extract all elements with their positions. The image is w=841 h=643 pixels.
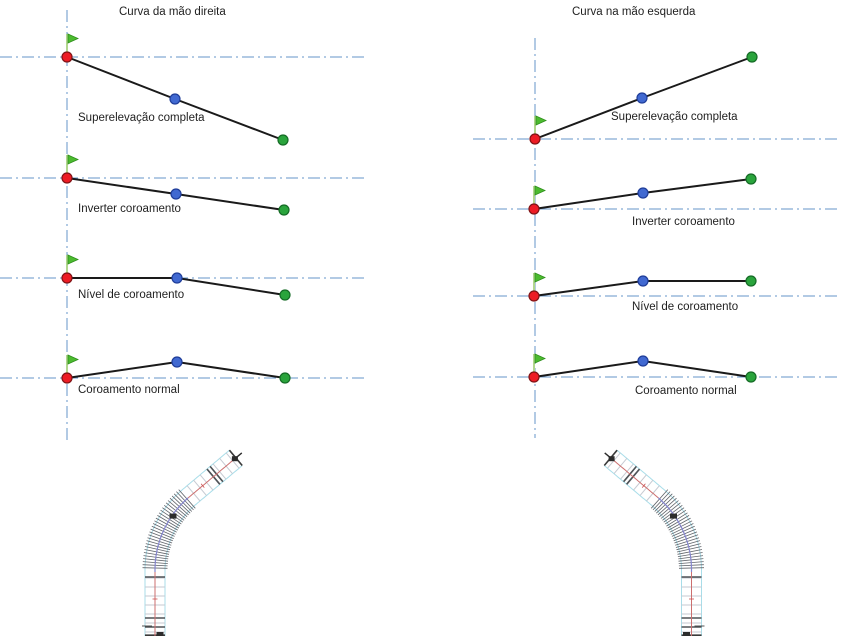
start-point-marker — [528, 290, 540, 302]
row-label-superelevation-full-right-curve: Superelevação completa — [78, 112, 205, 124]
start-flag-icon — [67, 254, 79, 265]
superelevation-rows — [61, 33, 758, 384]
station-marker — [231, 456, 238, 462]
curve-centerline — [154, 497, 189, 572]
end-point-marker — [745, 173, 757, 185]
road-plan-left-hand-curve — [603, 449, 705, 637]
mid-point-marker — [171, 356, 183, 368]
end-point-marker — [279, 289, 291, 301]
row-label-reverse-crown-left-curve: Inverter coroamento — [632, 216, 735, 228]
start-point-marker — [529, 133, 541, 145]
start-point-marker — [61, 372, 73, 384]
mid-point-marker — [636, 92, 648, 104]
end-point-marker — [746, 51, 758, 63]
mid-point-marker — [171, 272, 183, 284]
start-flag-icon — [534, 272, 546, 283]
start-flag-icon — [534, 185, 546, 196]
start-flag-icon — [535, 115, 547, 126]
station-leader — [604, 452, 611, 458]
station-plus-mark — [200, 483, 205, 488]
start-flag-icon — [534, 353, 546, 364]
row-label-normal-crown-right-curve: Coroamento normal — [78, 384, 180, 396]
start-flag-icon — [67, 354, 79, 365]
panel-title-left-hand-curve: Curva na mão esquerda — [572, 6, 696, 18]
row-label-superelevation-full-left-curve: Superelevação completa — [611, 111, 738, 123]
station-plus-mark — [641, 483, 646, 488]
road-edge-line — [616, 449, 702, 636]
end-point-marker — [279, 372, 291, 384]
station-leader — [235, 452, 243, 458]
road-edge-line — [144, 449, 230, 636]
panel-title-right-hand-curve: Curva da mão direita — [119, 6, 226, 18]
start-point-marker — [528, 371, 540, 383]
road-plan-views — [142, 449, 705, 637]
station-marker — [670, 513, 677, 519]
station-marker — [156, 632, 164, 636]
start-flag-icon — [67, 33, 79, 44]
station-marker — [169, 513, 177, 519]
mid-point-marker — [637, 187, 649, 199]
row-label-reverse-crown-right-curve: Inverter coroamento — [78, 203, 181, 215]
road-edge-line — [603, 465, 682, 636]
end-point-marker — [745, 371, 757, 383]
row-label-level-crown-left-curve: Nível de coroamento — [632, 301, 739, 313]
start-point-marker — [528, 203, 540, 215]
start-point-marker — [61, 51, 73, 63]
mid-point-marker — [169, 93, 181, 105]
mid-point-marker — [170, 188, 182, 200]
end-point-marker — [277, 134, 289, 146]
mid-point-marker — [637, 275, 649, 287]
road-centerline — [187, 457, 237, 499]
mid-point-marker — [637, 355, 649, 367]
end-point-marker — [278, 204, 290, 216]
start-point-marker — [61, 272, 73, 284]
station-marker — [608, 456, 615, 462]
station-marker — [683, 632, 690, 636]
curve-centerline — [657, 497, 693, 572]
road-edge-line — [164, 465, 243, 636]
row-label-normal-crown-left-curve: Coroamento normal — [635, 385, 737, 397]
row-label-level-crown-right-curve: Nível de coroamento — [78, 289, 185, 301]
start-point-marker — [61, 172, 73, 184]
road-centerline — [610, 457, 659, 499]
end-point-marker — [745, 275, 757, 287]
road-plan-right-hand-curve — [142, 449, 243, 637]
start-flag-icon — [67, 154, 79, 165]
